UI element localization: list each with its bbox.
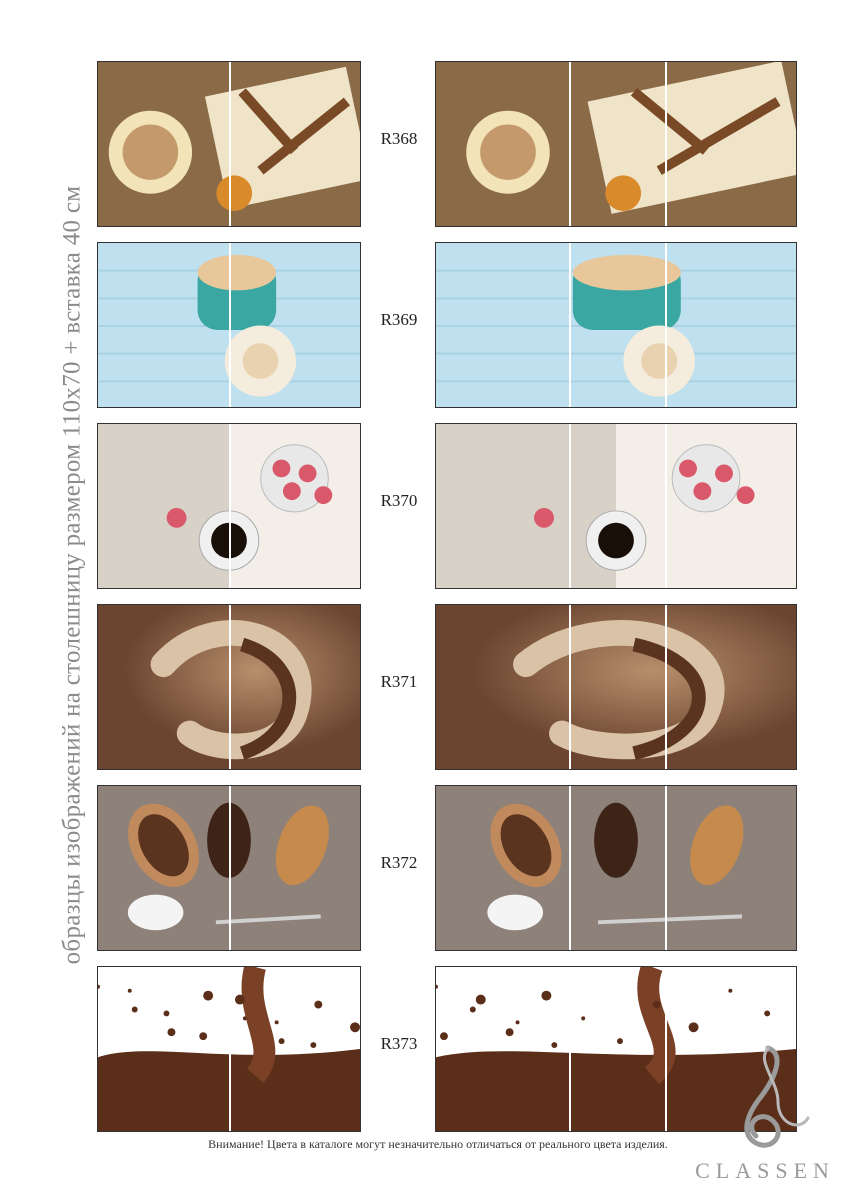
sample-image-two-panel (97, 785, 361, 951)
sample-image-three-panel (435, 423, 797, 589)
disclaimer: Внимание! Цвета в каталоге могут незначи… (208, 1137, 668, 1151)
catalog-row: R373 (0, 966, 866, 1132)
catalog-row: R370 (0, 423, 866, 589)
sample-image-two-panel (97, 966, 361, 1132)
brand-name: CLASSEN (695, 1158, 835, 1183)
product-code: R368 (380, 129, 418, 148)
catalog-row: R369 (0, 242, 866, 408)
sample-image-two-panel (97, 423, 361, 589)
catalog-row: R371 (0, 604, 866, 770)
catalog-row: R368 (0, 61, 866, 227)
sample-image-three-panel (435, 242, 797, 408)
classen-swirl-logo-icon (744, 1045, 810, 1148)
catalog-row: R372 (0, 785, 866, 951)
sample-image-three-panel (435, 604, 797, 770)
sample-image-two-panel (97, 242, 361, 408)
sample-image-two-panel (97, 61, 361, 227)
product-code: R369 (380, 310, 418, 329)
sample-image-three-panel (435, 966, 797, 1132)
sample-image-three-panel (435, 785, 797, 951)
sample-image-two-panel (97, 604, 361, 770)
product-code: R371 (380, 672, 418, 691)
sample-image-three-panel (435, 61, 797, 227)
product-code: R372 (380, 853, 418, 872)
product-code: R373 (380, 1034, 418, 1053)
product-code: R370 (380, 491, 418, 510)
